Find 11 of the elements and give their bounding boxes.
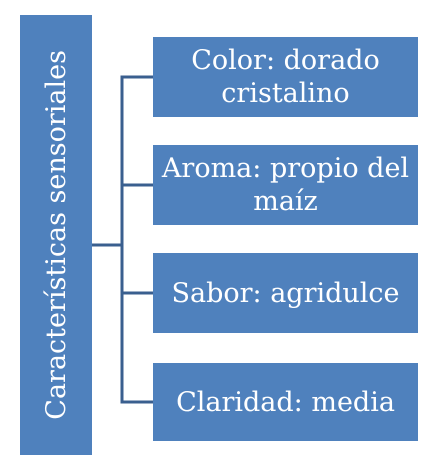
attribute-box bbox=[153, 37, 418, 117]
attribute-box bbox=[153, 363, 418, 441]
attribute-label: Claridad: media bbox=[176, 386, 395, 418]
attribute-box bbox=[153, 253, 418, 333]
attribute-label: Color: dorado cristalino bbox=[190, 44, 381, 110]
attribute-label: Sabor: agridulce bbox=[171, 276, 400, 310]
bracket-connector bbox=[92, 244, 153, 404]
attribute-label: Aroma: propio del maíz bbox=[160, 152, 410, 218]
attribute-box bbox=[153, 145, 418, 225]
category-label: Características sensoriales bbox=[40, 50, 72, 420]
category-box bbox=[20, 15, 92, 455]
